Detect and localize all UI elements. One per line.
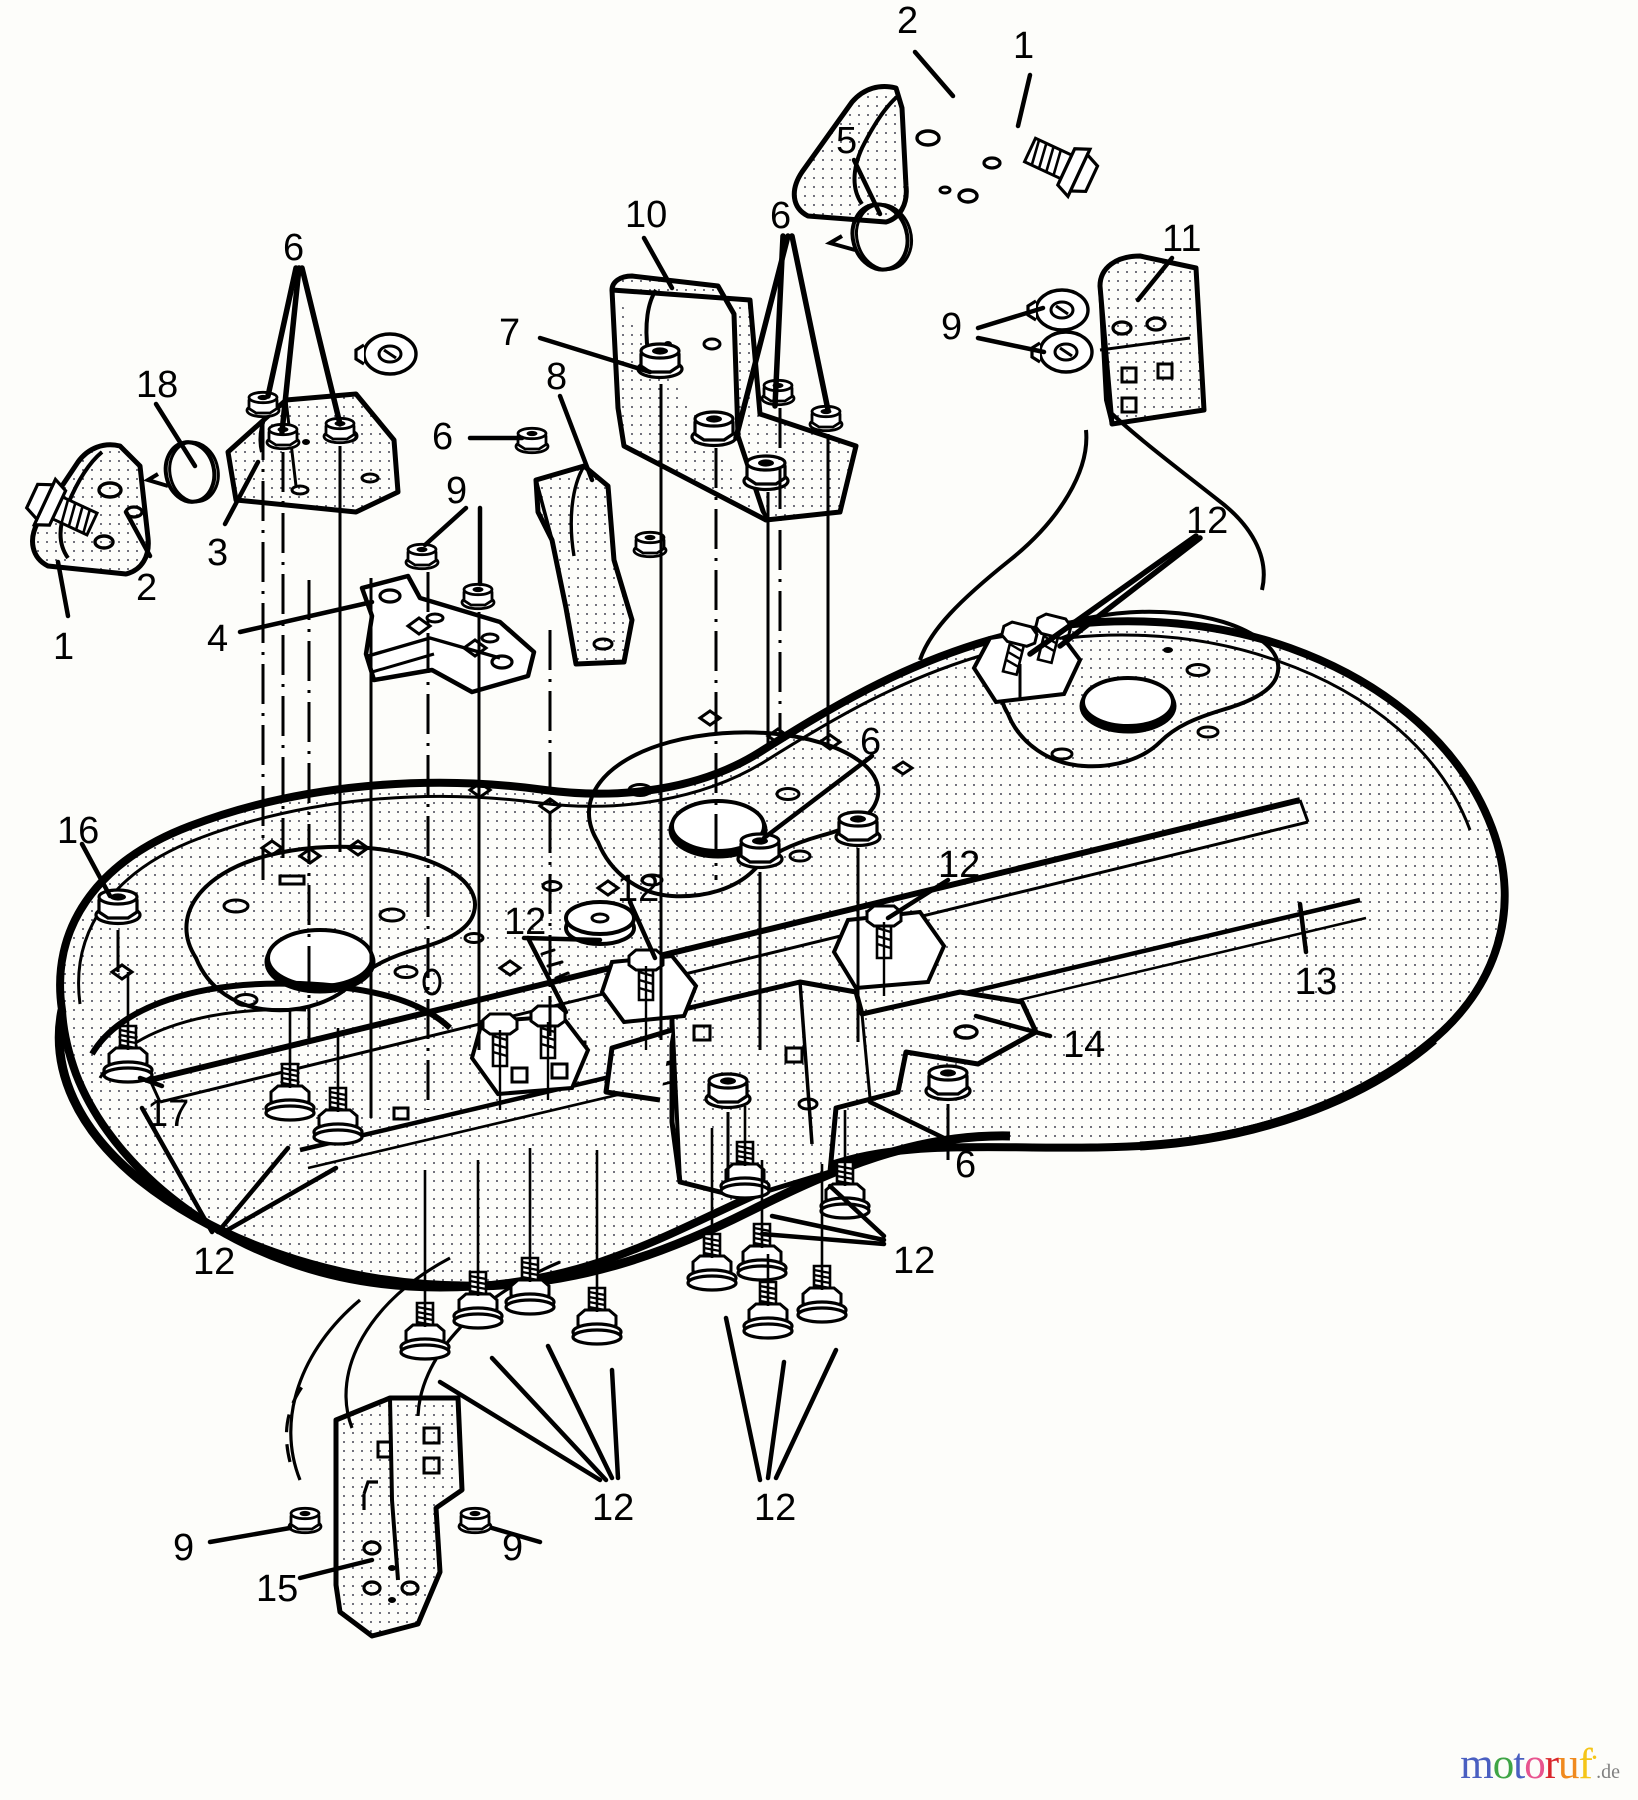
callout-label: 3	[207, 532, 229, 574]
callout-label: 17	[147, 1093, 190, 1135]
callout-label: 11	[1162, 218, 1202, 260]
callout-label: 2	[897, 0, 919, 42]
callout-label: 14	[1063, 1024, 1106, 1066]
deck-washer-puck	[564, 900, 636, 946]
callout-label: 12	[193, 1241, 236, 1283]
callout-label: 4	[207, 618, 229, 660]
motoruf-watermark: motoruf•.de	[1460, 1741, 1620, 1788]
clip-12-center	[599, 948, 699, 1025]
callout-label: 6	[432, 416, 454, 458]
callout-label: 12	[592, 1487, 635, 1529]
callout-label: 6	[955, 1144, 977, 1186]
callout-label: 12	[1186, 500, 1229, 542]
bracket-8	[533, 463, 635, 667]
callout-label: 6	[860, 721, 882, 763]
callout-label: 6	[283, 227, 305, 269]
bracket-2-top	[791, 84, 1002, 225]
callout-label: 12	[754, 1487, 797, 1529]
cotter-ring-18	[143, 440, 220, 504]
callout-label: 12	[504, 901, 547, 943]
callout-label: 15	[256, 1568, 299, 1610]
callout-label: 12	[617, 868, 660, 910]
callout-label: 9	[502, 1527, 524, 1569]
mower-deck-body	[54, 609, 1509, 1292]
clip-12-topright	[971, 612, 1083, 705]
clip-12-right	[831, 904, 947, 991]
deck-spindle-center	[587, 730, 881, 899]
assembly-leader-lines	[116, 384, 1022, 1327]
callout-label: 1	[1013, 25, 1035, 67]
bracket-11	[918, 253, 1266, 661]
callout-label: 1	[53, 626, 75, 668]
callout-label: 16	[57, 810, 100, 852]
nut-16	[94, 888, 142, 926]
callout-label: 7	[499, 312, 521, 354]
callout-label: 12	[938, 844, 981, 886]
bracket-15	[284, 1256, 561, 1639]
bolt-1-left	[24, 476, 100, 537]
callout-label: 6	[770, 195, 792, 237]
callout-label: 9	[941, 306, 963, 348]
callout-label: 10	[625, 194, 668, 236]
callout-label: 13	[1295, 961, 1338, 1003]
plate-4	[359, 573, 537, 695]
callout-label: 18	[136, 364, 179, 406]
callout-label: 8	[546, 356, 568, 398]
callout-leader-lines	[55, 49, 1309, 1581]
callout-label: 9	[173, 1527, 195, 1569]
callout-label: 9	[446, 470, 468, 512]
bolt-1-top	[1022, 136, 1100, 200]
callout-label: 2	[136, 567, 158, 609]
callout-label: 5	[836, 120, 858, 162]
center-mount-bracket-14	[603, 979, 1039, 1201]
callout-label: 12	[893, 1240, 936, 1282]
